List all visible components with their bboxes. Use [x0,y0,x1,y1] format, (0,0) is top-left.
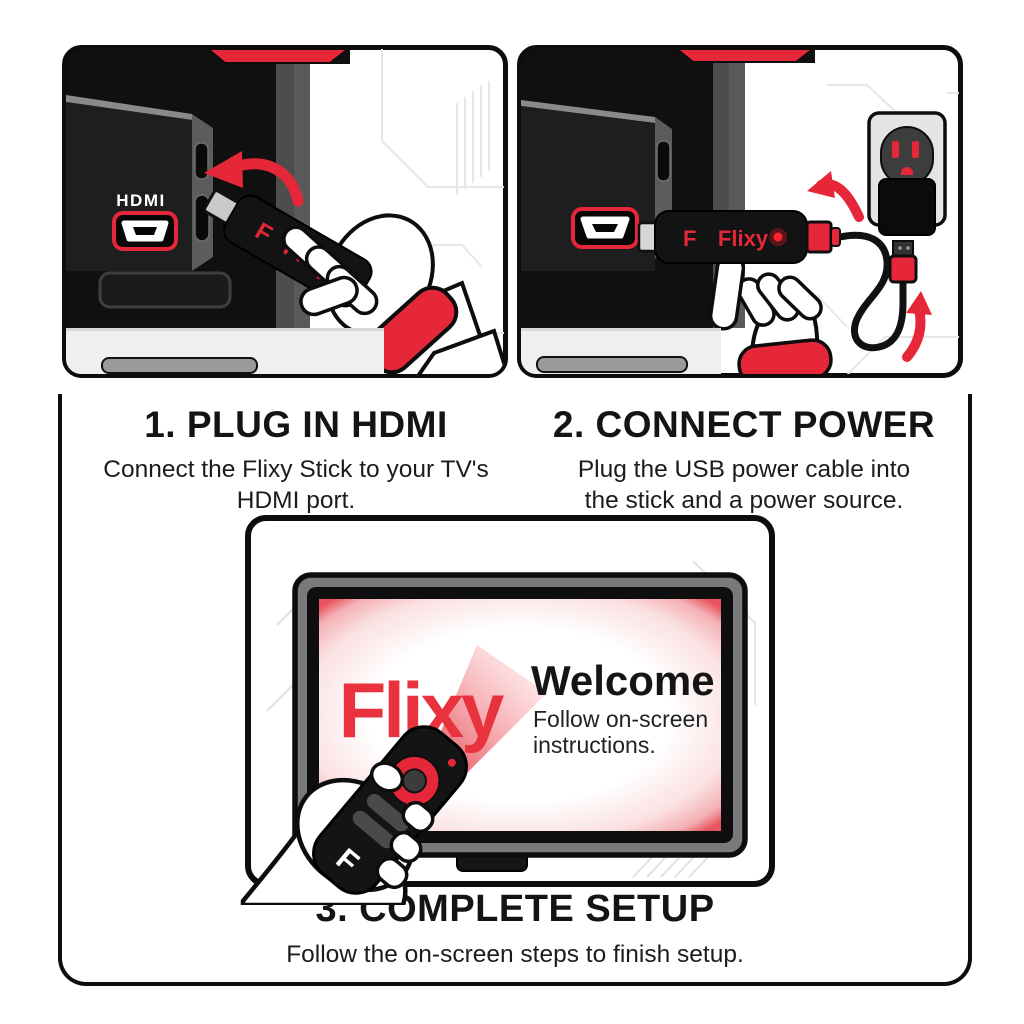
hand-fingers [375,800,435,890]
micro-port-icon [194,142,209,180]
arrow-up-icon [902,291,932,362]
tv-red-accent [674,49,816,63]
arrow-up-left-icon [807,171,864,222]
status-led [773,232,783,242]
remote-button [352,810,395,849]
welcome-title: Welcome [531,657,715,704]
arrow-left-icon [204,151,304,207]
usb-plug-icon [888,240,918,284]
step-2-block: 2. CONNECT POWER Plug the USB power cabl… [528,404,960,517]
hand-fingers [282,225,379,317]
panel-plug-in-hdmi: HDMI F Flixy [62,45,508,378]
remote-button [366,793,409,832]
stick-logo-glyph: F [683,226,696,251]
power-outlet-icon [867,111,947,236]
tv-stand [521,328,721,374]
remote-led [447,758,456,767]
welcome-subtext-line2: instructions. [533,732,656,758]
tv-stand [66,328,384,374]
welcome-subtext-line1: Follow on-screen [533,706,708,732]
thumb [369,761,405,793]
step-2-title: 2. CONNECT POWER [552,404,936,445]
panel-connect-power: F Flixy [517,45,963,378]
signal-beam [431,645,547,775]
hand-illustration: F [240,725,468,905]
hdmi-port-panel: HDMI [66,95,213,271]
panel-complete-setup: Flixy Welcome Follow on-screen instructi… [240,515,775,905]
step-1-description: Connect the Flixy Stick to your TV's HDM… [103,456,489,515]
remote-icon: F [312,725,468,895]
tv-red-accent [205,49,351,64]
micro-port-icon [656,140,671,182]
hdmi-port-icon [112,211,178,251]
step-2-description: Plug the USB power cable into the stick … [577,456,911,515]
hdmi-port-panel [521,100,672,271]
wristband [737,338,833,374]
hdmi-port-icon [571,207,639,249]
hdmi-port-label: HDMI [116,191,165,210]
hand-illustration [708,253,833,374]
step-1-block: 1. PLUG IN HDMI Connect the Flixy Stick … [80,404,512,517]
power-cable [836,231,907,352]
power-adapter [878,178,936,236]
flixy-stick-icon: F Flixy [637,210,841,264]
usb-power-connector [805,220,833,254]
step-3-description: Follow the on-screen steps to finish set… [286,941,744,968]
stick-brand-text: Flixy [718,226,769,251]
circuit-pattern [816,84,959,374]
step-1-title: 1. PLUG IN HDMI [144,404,448,445]
